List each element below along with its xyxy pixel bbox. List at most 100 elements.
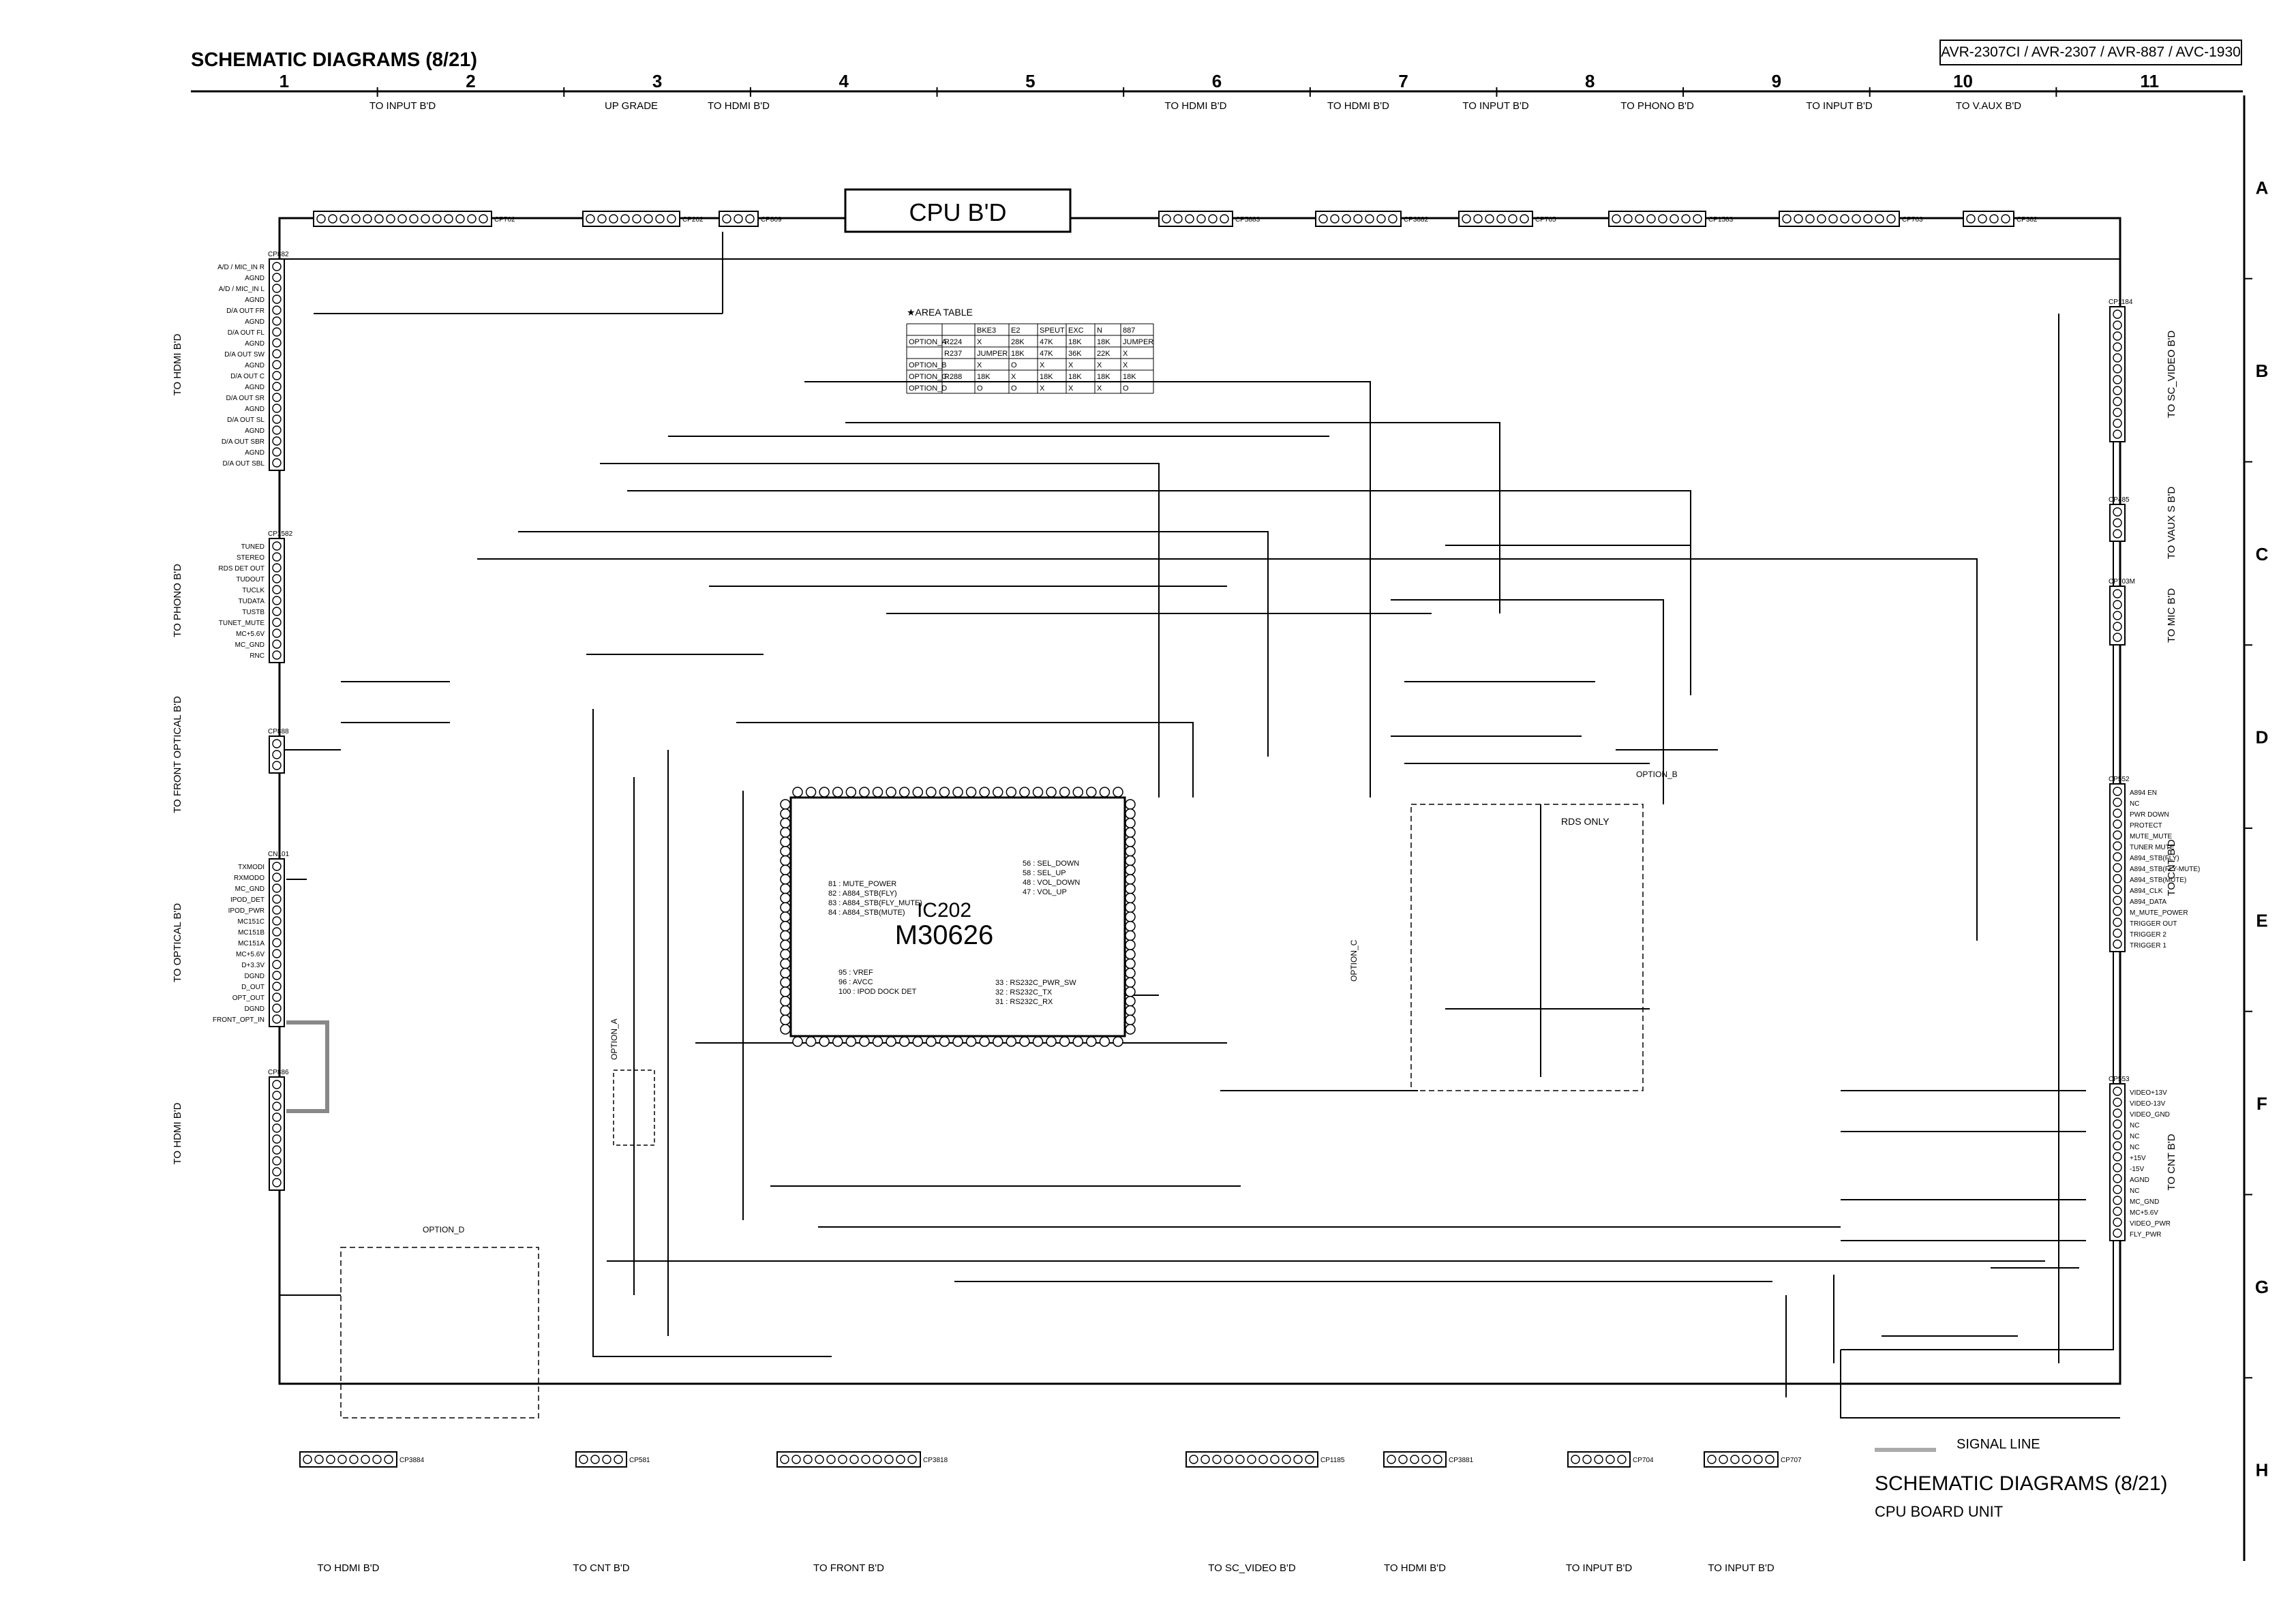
signal-wire — [845, 422, 1500, 613]
pin-label: TRIGGER OUT — [2130, 920, 2177, 928]
connector-pin — [272, 883, 282, 893]
pin-label: VIDEO+13V — [2130, 1089, 2167, 1097]
ic-note: 100 : IPOD DOCK DET — [839, 988, 917, 996]
area-table-cell: EXC — [1068, 327, 1084, 335]
connector-pin — [1658, 214, 1667, 224]
connector-pin — [1966, 214, 1976, 224]
connector-pin — [272, 982, 282, 991]
connector-pin — [1989, 214, 1999, 224]
bus-trace — [286, 1020, 329, 1113]
connector-pin — [597, 214, 607, 224]
ic-note: 81 : MUTE_POWER — [828, 880, 896, 888]
connector-pin — [2113, 798, 2122, 807]
connector-ref: CN101 — [268, 851, 290, 858]
connector-pin — [272, 436, 282, 446]
connector-pin — [272, 949, 282, 958]
connector-label: TO PHONO B'D — [1620, 100, 1694, 112]
ic202-ref: IC202 — [917, 899, 971, 922]
connector-pin — [2113, 907, 2122, 916]
connector-pin — [303, 1455, 312, 1464]
pin-label: AGND — [245, 384, 265, 391]
ic-pin — [792, 1036, 803, 1047]
ic-pin — [819, 1036, 830, 1047]
ic-note: 82 : A884_STB(FLY) — [828, 890, 897, 898]
connector-pin — [2113, 419, 2122, 428]
connector-pin — [272, 992, 282, 1002]
connector-pin — [2113, 939, 2122, 949]
connector-pin — [1635, 214, 1644, 224]
connector-pin — [272, 938, 282, 947]
signal-wire — [1391, 599, 1664, 804]
ic-pin — [1072, 787, 1083, 798]
connector-ref: CP202 — [682, 216, 704, 224]
connector-pin — [1208, 214, 1218, 224]
area-table-cell: O — [1011, 361, 1017, 369]
connector-pin — [372, 1455, 382, 1464]
ic-pin — [872, 1036, 883, 1047]
ic-pin — [805, 787, 817, 798]
row-letter: E — [2256, 910, 2267, 930]
ic-pin — [1125, 846, 1136, 857]
connector-pin — [272, 338, 282, 348]
connector-label: TO INPUT B'D — [1708, 1562, 1774, 1574]
pin-label: -15V — [2130, 1166, 2144, 1173]
connector-ref: CP882 — [268, 251, 289, 258]
connector-label: TO V.AUX B'D — [1956, 100, 2021, 112]
connector-ref: CP888 — [268, 728, 289, 735]
connector-pin — [314, 1455, 324, 1464]
connector-pin — [2113, 852, 2122, 862]
ic-pin — [780, 1024, 791, 1035]
connector-body — [2109, 306, 2126, 442]
connector-pin — [272, 1178, 282, 1187]
pin-label: MC151B — [238, 929, 265, 937]
area-table-cell: OPTION_C — [909, 373, 947, 381]
area-table-cell: X — [1068, 384, 1074, 393]
connector-body — [299, 1451, 397, 1468]
connector-pin — [1978, 214, 1987, 224]
pin-label: AGND — [245, 297, 265, 304]
ic-pin — [1125, 977, 1136, 988]
area-table-cell: 18K — [1097, 338, 1111, 346]
connector-pin — [339, 214, 349, 224]
ic-pin — [1125, 967, 1136, 979]
connector-ref: CP704 — [1633, 1457, 1654, 1464]
connector-pin — [1681, 214, 1691, 224]
ic-pin — [780, 1005, 791, 1016]
pin-label: A894_CLK — [2130, 888, 2163, 895]
connector-pin — [1623, 214, 1633, 224]
area-table-cell: X — [1097, 361, 1102, 369]
connector-pin — [2113, 819, 2122, 829]
connector-pin — [272, 552, 282, 562]
connector-pin — [722, 214, 731, 224]
ic-pin — [1059, 1036, 1070, 1047]
area-table-cell: 18K — [1040, 373, 1053, 381]
connector-pin — [1433, 1455, 1442, 1464]
connector-pin — [1421, 1455, 1431, 1464]
connector-pin — [272, 425, 282, 435]
connector-pin — [272, 960, 282, 969]
signal-wire — [736, 722, 1194, 798]
pin-label: D_OUT — [241, 984, 265, 991]
connector-pin — [2113, 1141, 2122, 1151]
area-table-cell: JUMPER — [977, 350, 1008, 358]
connector-pin — [272, 382, 282, 391]
area-table-cell: E2 — [1011, 327, 1020, 335]
pin-label: TUNER MUTE — [2130, 844, 2175, 851]
connector-body — [582, 211, 680, 227]
pin-label: +15V — [2130, 1155, 2146, 1162]
connector-body — [2109, 1083, 2126, 1241]
connector-pin — [803, 1455, 813, 1464]
connector-label: TO INPUT B'D — [1566, 1562, 1632, 1574]
connector-label: TO FRONT OPTICAL B'D — [172, 696, 183, 813]
ic-pin — [898, 787, 910, 798]
ic-pin — [926, 787, 937, 798]
connector-ref: CP3818 — [923, 1457, 948, 1464]
signal-wire — [518, 531, 1269, 757]
signal-wire — [1840, 1350, 2120, 1419]
connector-pin — [2113, 589, 2122, 598]
ic-pin — [1019, 787, 1030, 798]
column-number: 10 — [1953, 72, 1973, 91]
area-table-cell: X — [1040, 384, 1045, 393]
pin-label: TRIGGER 1 — [2130, 942, 2166, 950]
connector-pin — [1235, 1455, 1245, 1464]
